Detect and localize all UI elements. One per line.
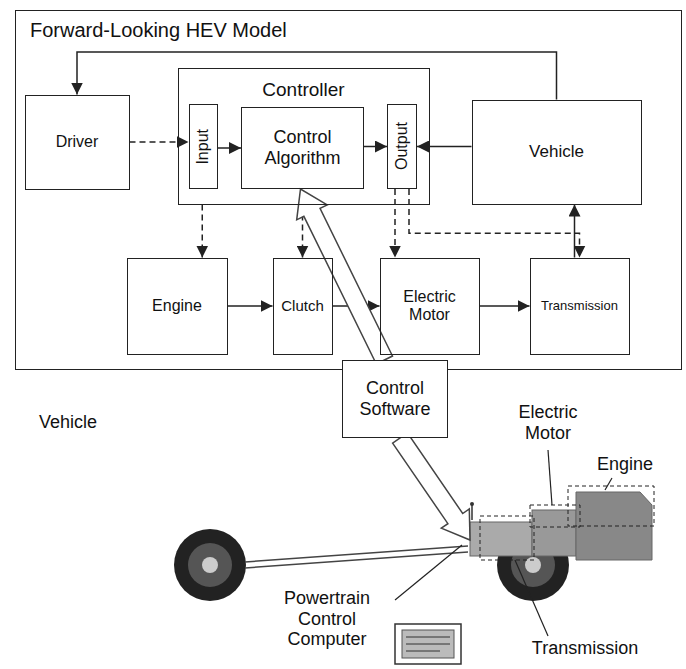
power-flow — [480, 305, 530, 307]
computer-icon — [395, 624, 461, 664]
wheel-rear — [174, 529, 246, 601]
model-frame: Driver Input Control Algorithm Output Contro… — [15, 10, 682, 370]
control-signal — [409, 189, 580, 258]
part-label: Engine — [590, 454, 660, 475]
controller-box: Input Control Algorithm Output Controller — [178, 68, 430, 205]
part-label: Electric Motor — [500, 402, 596, 443]
motor-box: Electric Motor — [380, 258, 480, 355]
power-flow — [77, 52, 557, 100]
node-label: Controller — [262, 79, 344, 101]
text-holder: Engine — [128, 259, 227, 354]
node-label: Electric Motor — [385, 288, 475, 325]
output-box: Output — [387, 104, 417, 189]
transmission-box: Transmission — [530, 258, 630, 355]
text-holder: Transmission — [531, 259, 629, 354]
text-holder: Control Software — [343, 361, 447, 437]
algorithm-box: Control Algorithm — [241, 107, 364, 189]
node-label: Input — [194, 129, 212, 165]
node-label: Output — [393, 122, 411, 170]
clutch-box: Clutch — [273, 258, 333, 355]
node-label: Driver — [56, 133, 99, 151]
text-holder: Clutch — [274, 259, 332, 354]
node-label: Engine — [152, 297, 202, 315]
engine-box: Engine — [127, 258, 228, 355]
control-signal — [394, 189, 396, 258]
node-label: Vehicle — [529, 142, 584, 162]
leader-lines — [395, 450, 612, 636]
software-box: Control Software — [342, 360, 448, 438]
control-signal — [202, 205, 204, 258]
node-label: Transmission — [541, 299, 618, 314]
input-box: Input — [189, 104, 218, 189]
powertrain — [470, 486, 654, 560]
computer-label: Powertrain Control Computer — [262, 588, 392, 650]
power-flow — [218, 147, 242, 149]
driver-box: Driver — [25, 95, 130, 190]
text-holder: Driver — [26, 96, 129, 189]
text-holder: Forward-Looking HEV Model — [16, 11, 681, 369]
node-label: Clutch — [281, 297, 324, 314]
control-signal — [130, 141, 189, 143]
drive-shaft — [245, 546, 468, 568]
node-label: Forward-Looking HEV Model — [30, 19, 287, 42]
node-label: Control Algorithm — [246, 127, 359, 168]
software-arrow — [297, 189, 393, 364]
power-flow — [574, 205, 576, 258]
text-holder: Controller — [179, 69, 429, 101]
text-holder: Input — [190, 105, 217, 188]
text-holder: Output — [388, 105, 416, 188]
vehicle-box: Vehicle — [472, 100, 642, 205]
vehicle-label: Vehicle — [28, 412, 108, 433]
power-flow — [417, 146, 472, 148]
text-holder: Vehicle — [473, 101, 641, 204]
part-label: Transmission — [520, 638, 650, 659]
software-download-arrow — [393, 433, 470, 540]
text-holder: Control Algorithm — [242, 108, 363, 188]
node-label: Control Software — [347, 378, 443, 419]
power-flow — [228, 305, 273, 307]
text-holder: Electric Motor — [381, 259, 479, 354]
power-flow — [364, 146, 387, 148]
